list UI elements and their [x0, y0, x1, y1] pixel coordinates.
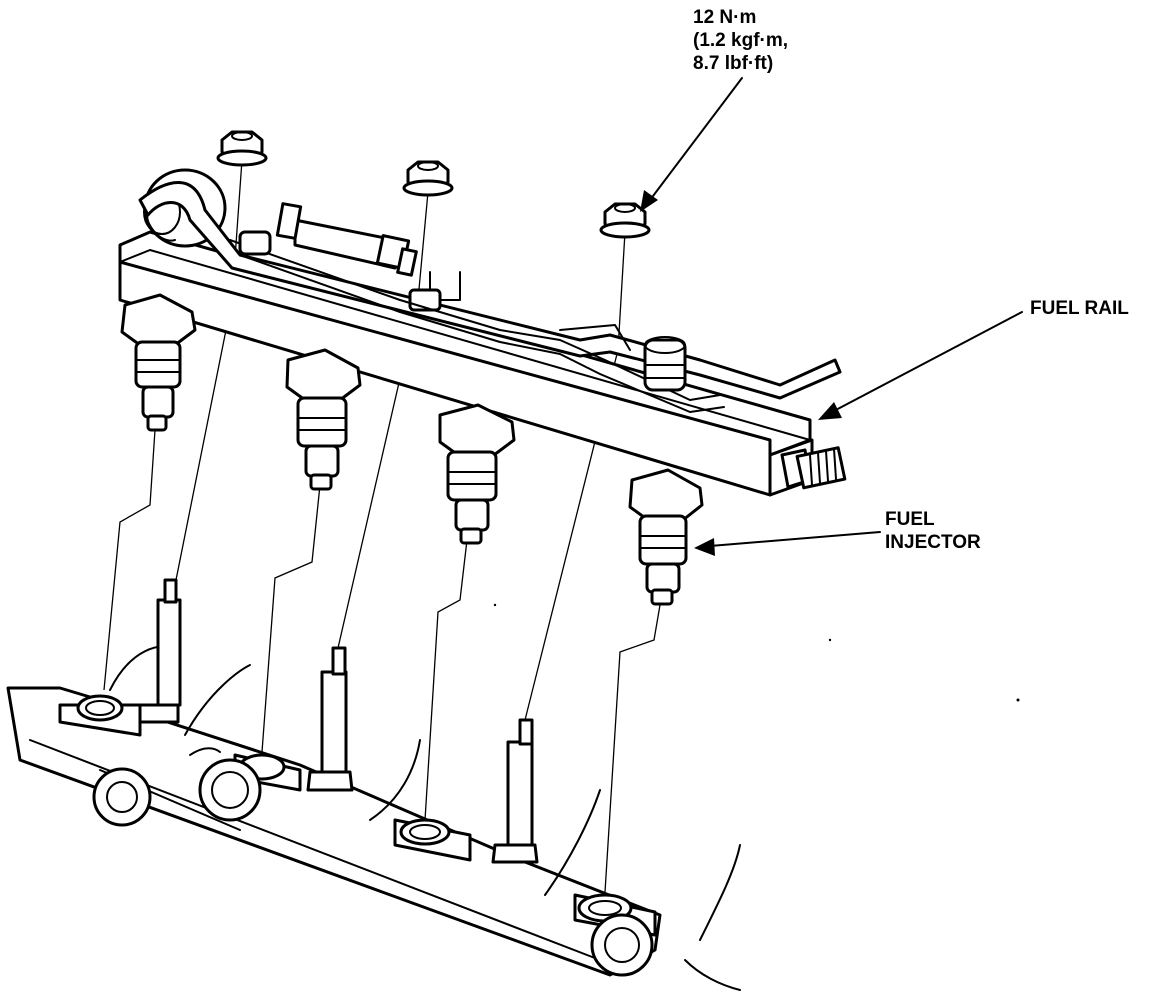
fuel-injector-2 — [285, 348, 362, 491]
torque-kgf: (1.2 kgf·m, — [693, 30, 789, 51]
fuel-rail — [118, 168, 847, 497]
flange-nut-3 — [599, 202, 651, 239]
fuel-injector-1 — [120, 293, 197, 432]
fuel-injector-3 — [438, 403, 516, 545]
fuel-injector-label: FUEL INJECTOR — [885, 508, 981, 554]
fuel-injector-label-line2: INJECTOR — [885, 532, 981, 553]
torque-value: 12 N·m — [693, 7, 757, 28]
torque-lbf: 8.7 lbf·ft) — [693, 53, 774, 74]
leader-arrows — [640, 77, 1023, 556]
intake-manifold — [6, 645, 741, 991]
flange-nut-2 — [402, 160, 454, 197]
flange-nut-1 — [216, 130, 268, 167]
manifold-studs — [138, 578, 539, 864]
fuel-rail-label: FUEL RAIL — [1030, 298, 1129, 319]
fuel-injector-label-line1: FUEL — [885, 509, 935, 530]
fuel-injector-4 — [628, 468, 704, 606]
fuel-injectors — [120, 293, 704, 606]
flange-nuts — [216, 130, 651, 239]
torque-spec-label: 12 N·m (1.2 kgf·m, 8.7 lbf·ft) — [693, 6, 788, 75]
